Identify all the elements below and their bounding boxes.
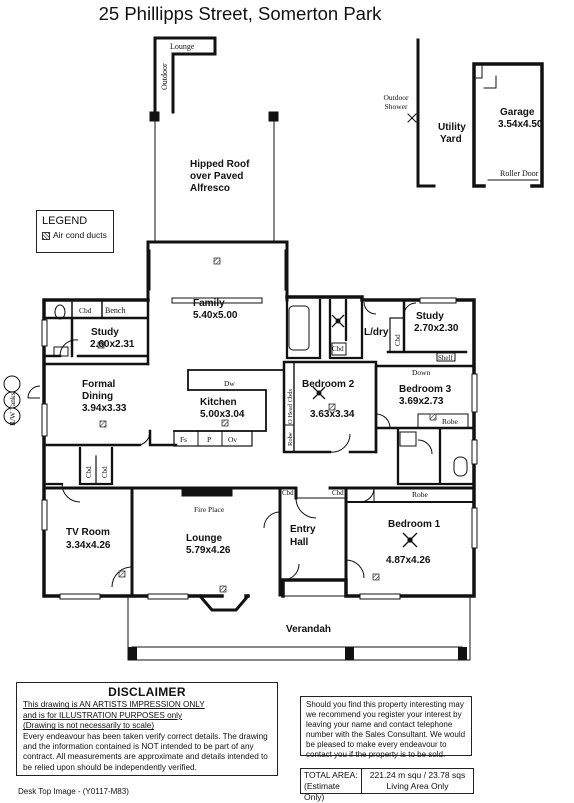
study2-dims: 2.70x2.30 [414, 323, 459, 334]
bedroom1-dims: 4.87x4.26 [386, 555, 431, 566]
tv-room-label: TV Room [66, 527, 110, 538]
disclaimer-box: DISCLAIMER This drawing is AN ARTISTS IM… [16, 682, 278, 776]
disclaimer-body: Every endeavour has been taken verify co… [23, 731, 268, 772]
oven-label: Ov [228, 435, 237, 444]
total-area-value: 221.24 m squ / 23.78 sqs [369, 770, 466, 780]
rw-tanks-label: R/W Tanks [8, 392, 17, 426]
dishwasher-label: Dw [224, 379, 235, 388]
total-area-label-cell: TOTAL AREA: (Estimate Only) [301, 769, 362, 802]
cbd-entry-right-label: Cbd [332, 489, 344, 497]
cbd-entry-left-label: Cbd [282, 489, 294, 497]
footer-ref: Desk Top Image - (Y0117-M83) [18, 787, 129, 796]
kitchen-dims: 5.00x3.04 [200, 409, 245, 420]
air-cond-duct-icons [97, 257, 437, 593]
kitchen-label: Kitchen [200, 397, 237, 408]
formal-dining-line-1: Formal [82, 379, 116, 390]
down-label: Down [412, 368, 431, 377]
total-area-label: TOTAL AREA: [304, 770, 358, 780]
alfresco-line-2: over Paved [190, 171, 243, 182]
lounge-label: Lounge [186, 533, 223, 544]
laundry-label: L/dry [364, 327, 389, 338]
family-dims: 5.40x5.00 [193, 310, 238, 321]
air-cond-duct-icon [42, 231, 50, 240]
outdoor-shower-line-1: Outdoor [384, 93, 410, 102]
total-area-estimate: (Estimate Only) [304, 781, 340, 802]
rainwater-tanks [3, 375, 21, 425]
bedroom2-label: Bedroom 2 [302, 379, 355, 390]
outdoor-shower-line-2: Shower [385, 102, 408, 111]
cbd-laundry-label: Cbd [332, 345, 344, 353]
verandah-label: Verandah [286, 624, 331, 635]
family-label: Family [193, 298, 225, 309]
disclaimer-line-2: and is for ILLUSTRATION PURPOSES only [23, 710, 183, 720]
total-area-value-cell: 221.24 m squ / 23.78 sqs Living Area Onl… [362, 769, 473, 793]
contact-note-box: Should you find this property interestin… [300, 696, 472, 759]
bedroom1-label: Bedroom 1 [388, 519, 441, 530]
room-labels: Lounge Outdoor Hipped Roof over Paved Al… [66, 42, 543, 635]
overhead-cbds-label: O Head Cbds [287, 389, 294, 424]
garage-label: Garage [500, 107, 535, 118]
total-area-box: TOTAL AREA: (Estimate Only) 221.24 m squ… [300, 768, 474, 802]
cbd-hall-right-label: Cbd [101, 466, 109, 478]
windows [41, 297, 478, 600]
outdoor-label: Outdoor [160, 63, 169, 90]
plan-title: 25 Phillipps Street, Somerton Park [99, 3, 383, 24]
legend-box: LEGEND Air cond ducts [36, 210, 114, 253]
entry-hall-line-1: Entry [290, 524, 316, 535]
garage-dims: 3.54x4.50 [498, 119, 543, 130]
fridge-space-label: Fs [180, 435, 187, 444]
bedroom3-dims: 3.69x2.73 [399, 396, 444, 407]
contact-note-text: Should you find this property interestin… [306, 700, 466, 759]
lounge-dims: 5.79x4.26 [186, 545, 231, 556]
total-area-sub: Living Area Only [386, 781, 449, 791]
ceiling-fan-icons [312, 314, 418, 548]
bench-label: Bench [105, 306, 125, 315]
robe-bed1-label: Robe [412, 490, 429, 499]
robe-bed2-label: Robe [287, 432, 294, 446]
utility-yard-line-1: Utility [438, 122, 466, 133]
walls [42, 36, 544, 661]
tv-room-dims: 3.34x4.26 [66, 540, 111, 551]
bedroom3-label: Bedroom 3 [399, 384, 452, 395]
doors [27, 301, 433, 588]
formal-dining-line-2: Dining [82, 391, 113, 402]
lounge-outdoor-label: Lounge [170, 42, 195, 51]
study2-label: Study [416, 311, 444, 322]
disclaimer-line-3: (Drawing is not necessarily to scale) [23, 721, 155, 731]
pantry-label: P [207, 435, 211, 444]
utility-yard-line-2: Yard [440, 134, 462, 145]
fire-place-label: Fire Place [194, 505, 225, 514]
study1-label: Study [91, 327, 119, 338]
cbd-hall-left-label: Cbd [85, 466, 93, 478]
disclaimer-title: DISCLAIMER [108, 685, 186, 699]
verandah-posts [128, 647, 467, 660]
legend-item: Air cond ducts [42, 230, 108, 240]
cbd-study2-label: Cbd [394, 334, 402, 346]
alfresco-line-1: Hipped Roof [190, 159, 250, 170]
study1-dims: 2.60x2.31 [90, 339, 135, 350]
alfresco-line-3: Alfresco [190, 183, 230, 194]
disclaimer-line-1: This drawing is AN ARTISTS IMPRESSION ON… [23, 700, 205, 710]
legend-title: LEGEND [42, 215, 88, 227]
legend-item-label: Air cond ducts [53, 230, 107, 240]
shelf-label: Shelf [438, 354, 453, 362]
bedroom2-dims: 3.63x3.34 [310, 409, 355, 420]
robe-bed3-label: Robe [442, 417, 459, 426]
cbd-study-label: Cbd [79, 306, 92, 315]
roller-door-label: Roller Door [500, 169, 539, 178]
entry-hall-line-2: Hall [290, 537, 309, 548]
formal-dining-dims: 3.94x3.33 [82, 403, 127, 414]
